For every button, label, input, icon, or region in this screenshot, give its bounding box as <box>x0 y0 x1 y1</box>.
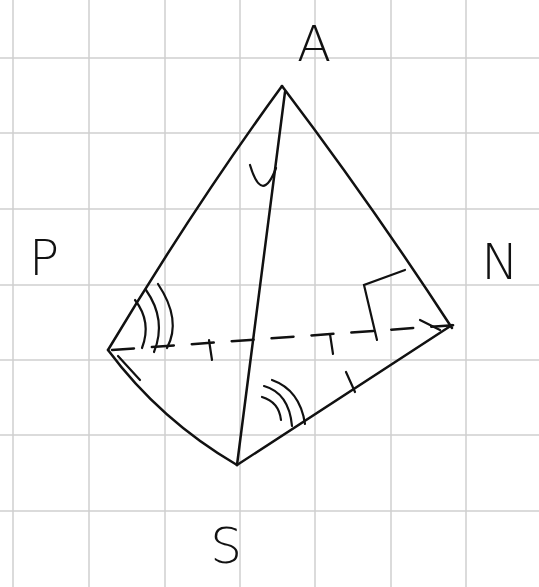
vertex-label: S <box>210 521 242 571</box>
vertex-label: P <box>29 233 59 283</box>
pyramid-edges <box>108 86 455 465</box>
vertex-label: A <box>297 19 331 69</box>
vertex-label: N <box>481 237 518 287</box>
angle-marks <box>118 165 440 426</box>
